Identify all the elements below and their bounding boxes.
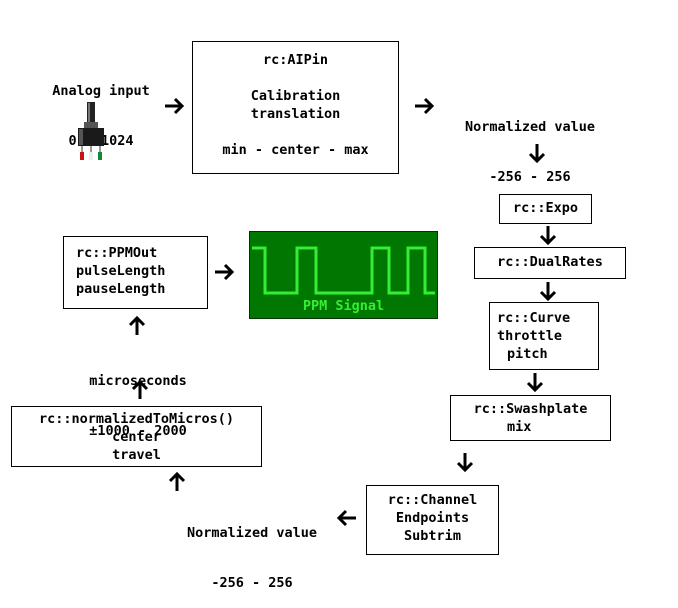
curve-line2: pitch (507, 346, 548, 362)
to-micros-line1: center (112, 429, 161, 445)
potentiometer-icon (74, 102, 108, 168)
curve-box: rc::Curve throttle pitch (489, 302, 599, 370)
arrow-right-icon (213, 263, 235, 281)
expo-title: rc::Expo (512, 200, 579, 216)
arrow-up-icon (168, 471, 186, 493)
arrow-right-icon (413, 97, 435, 115)
normalized-value-bottom: Normalized value -256 - 256 (166, 492, 338, 608)
aipin-spacer (193, 69, 398, 87)
aipin-spacer2 (193, 123, 398, 141)
arrow-down-icon (528, 142, 546, 164)
swashplate-line1: mix (507, 419, 532, 435)
aipin-box: rc:AIPin Calibration translation min - c… (192, 41, 399, 174)
aipin-title: rc:AIPin (262, 52, 329, 68)
dualrates-box: rc::DualRates (474, 247, 626, 279)
channel-box: rc::Channel Endpoints Subtrim (366, 485, 499, 555)
arrow-up-icon (128, 315, 146, 337)
aipin-line2: translation (250, 106, 341, 122)
curve-line1: throttle (497, 328, 563, 344)
microseconds-line1: microseconds (89, 373, 187, 389)
microseconds-label: microseconds ±1000 - 2000 (60, 340, 216, 456)
channel-title: rc::Channel (387, 492, 478, 508)
ppmout-box: rc::PPMOut pulseLength pauseLength (63, 236, 208, 309)
swashplate-title: rc::Swashplate (473, 401, 588, 417)
normalized-value-top: Normalized value -256 - 256 (444, 86, 616, 202)
normalized-top-line2: -256 - 256 (489, 169, 571, 185)
arrow-down-icon (539, 280, 557, 302)
channel-line1: Endpoints (395, 510, 470, 526)
ppmout-line2: pauseLength (76, 281, 166, 297)
normalized-bottom-line2: -256 - 256 (211, 575, 293, 591)
arrow-up-icon (131, 379, 149, 401)
ppm-waveform (252, 246, 435, 295)
normalized-bottom-line1: Normalized value (186, 525, 318, 541)
ppmout-title: rc::PPMOut (76, 245, 158, 261)
swashplate-box: rc::Swashplate mix (450, 395, 611, 441)
microseconds-line2: ±1000 - 2000 (89, 423, 187, 439)
channel-line2: Subtrim (404, 528, 461, 544)
aipin-line1: Calibration (250, 88, 341, 104)
arrow-left-icon (336, 509, 358, 527)
analog-input-line1: Analog input (52, 83, 150, 99)
arrow-down-icon (456, 451, 474, 473)
to-micros-box: rc::normalizedToMicros() center travel (11, 406, 262, 467)
expo-box: rc::Expo (499, 194, 592, 224)
arrow-down-icon (526, 371, 544, 393)
dualrates-title: rc::DualRates (497, 254, 603, 270)
aipin-line3: min - center - max (222, 142, 369, 158)
normalized-top-line1: Normalized value (464, 119, 596, 135)
arrow-down-icon (539, 224, 557, 246)
analog-input-label: Analog input 0 - 1024 (40, 50, 162, 166)
to-micros-line2: travel (112, 447, 161, 463)
to-micros-title: rc::normalizedToMicros() (38, 411, 235, 427)
ppmout-line1: pulseLength (76, 263, 166, 279)
ppm-signal-display: PPM Signal (249, 231, 438, 319)
arrow-right-icon (163, 97, 185, 115)
curve-title: rc::Curve (497, 310, 571, 326)
ppm-signal-label: PPM Signal (302, 298, 385, 314)
